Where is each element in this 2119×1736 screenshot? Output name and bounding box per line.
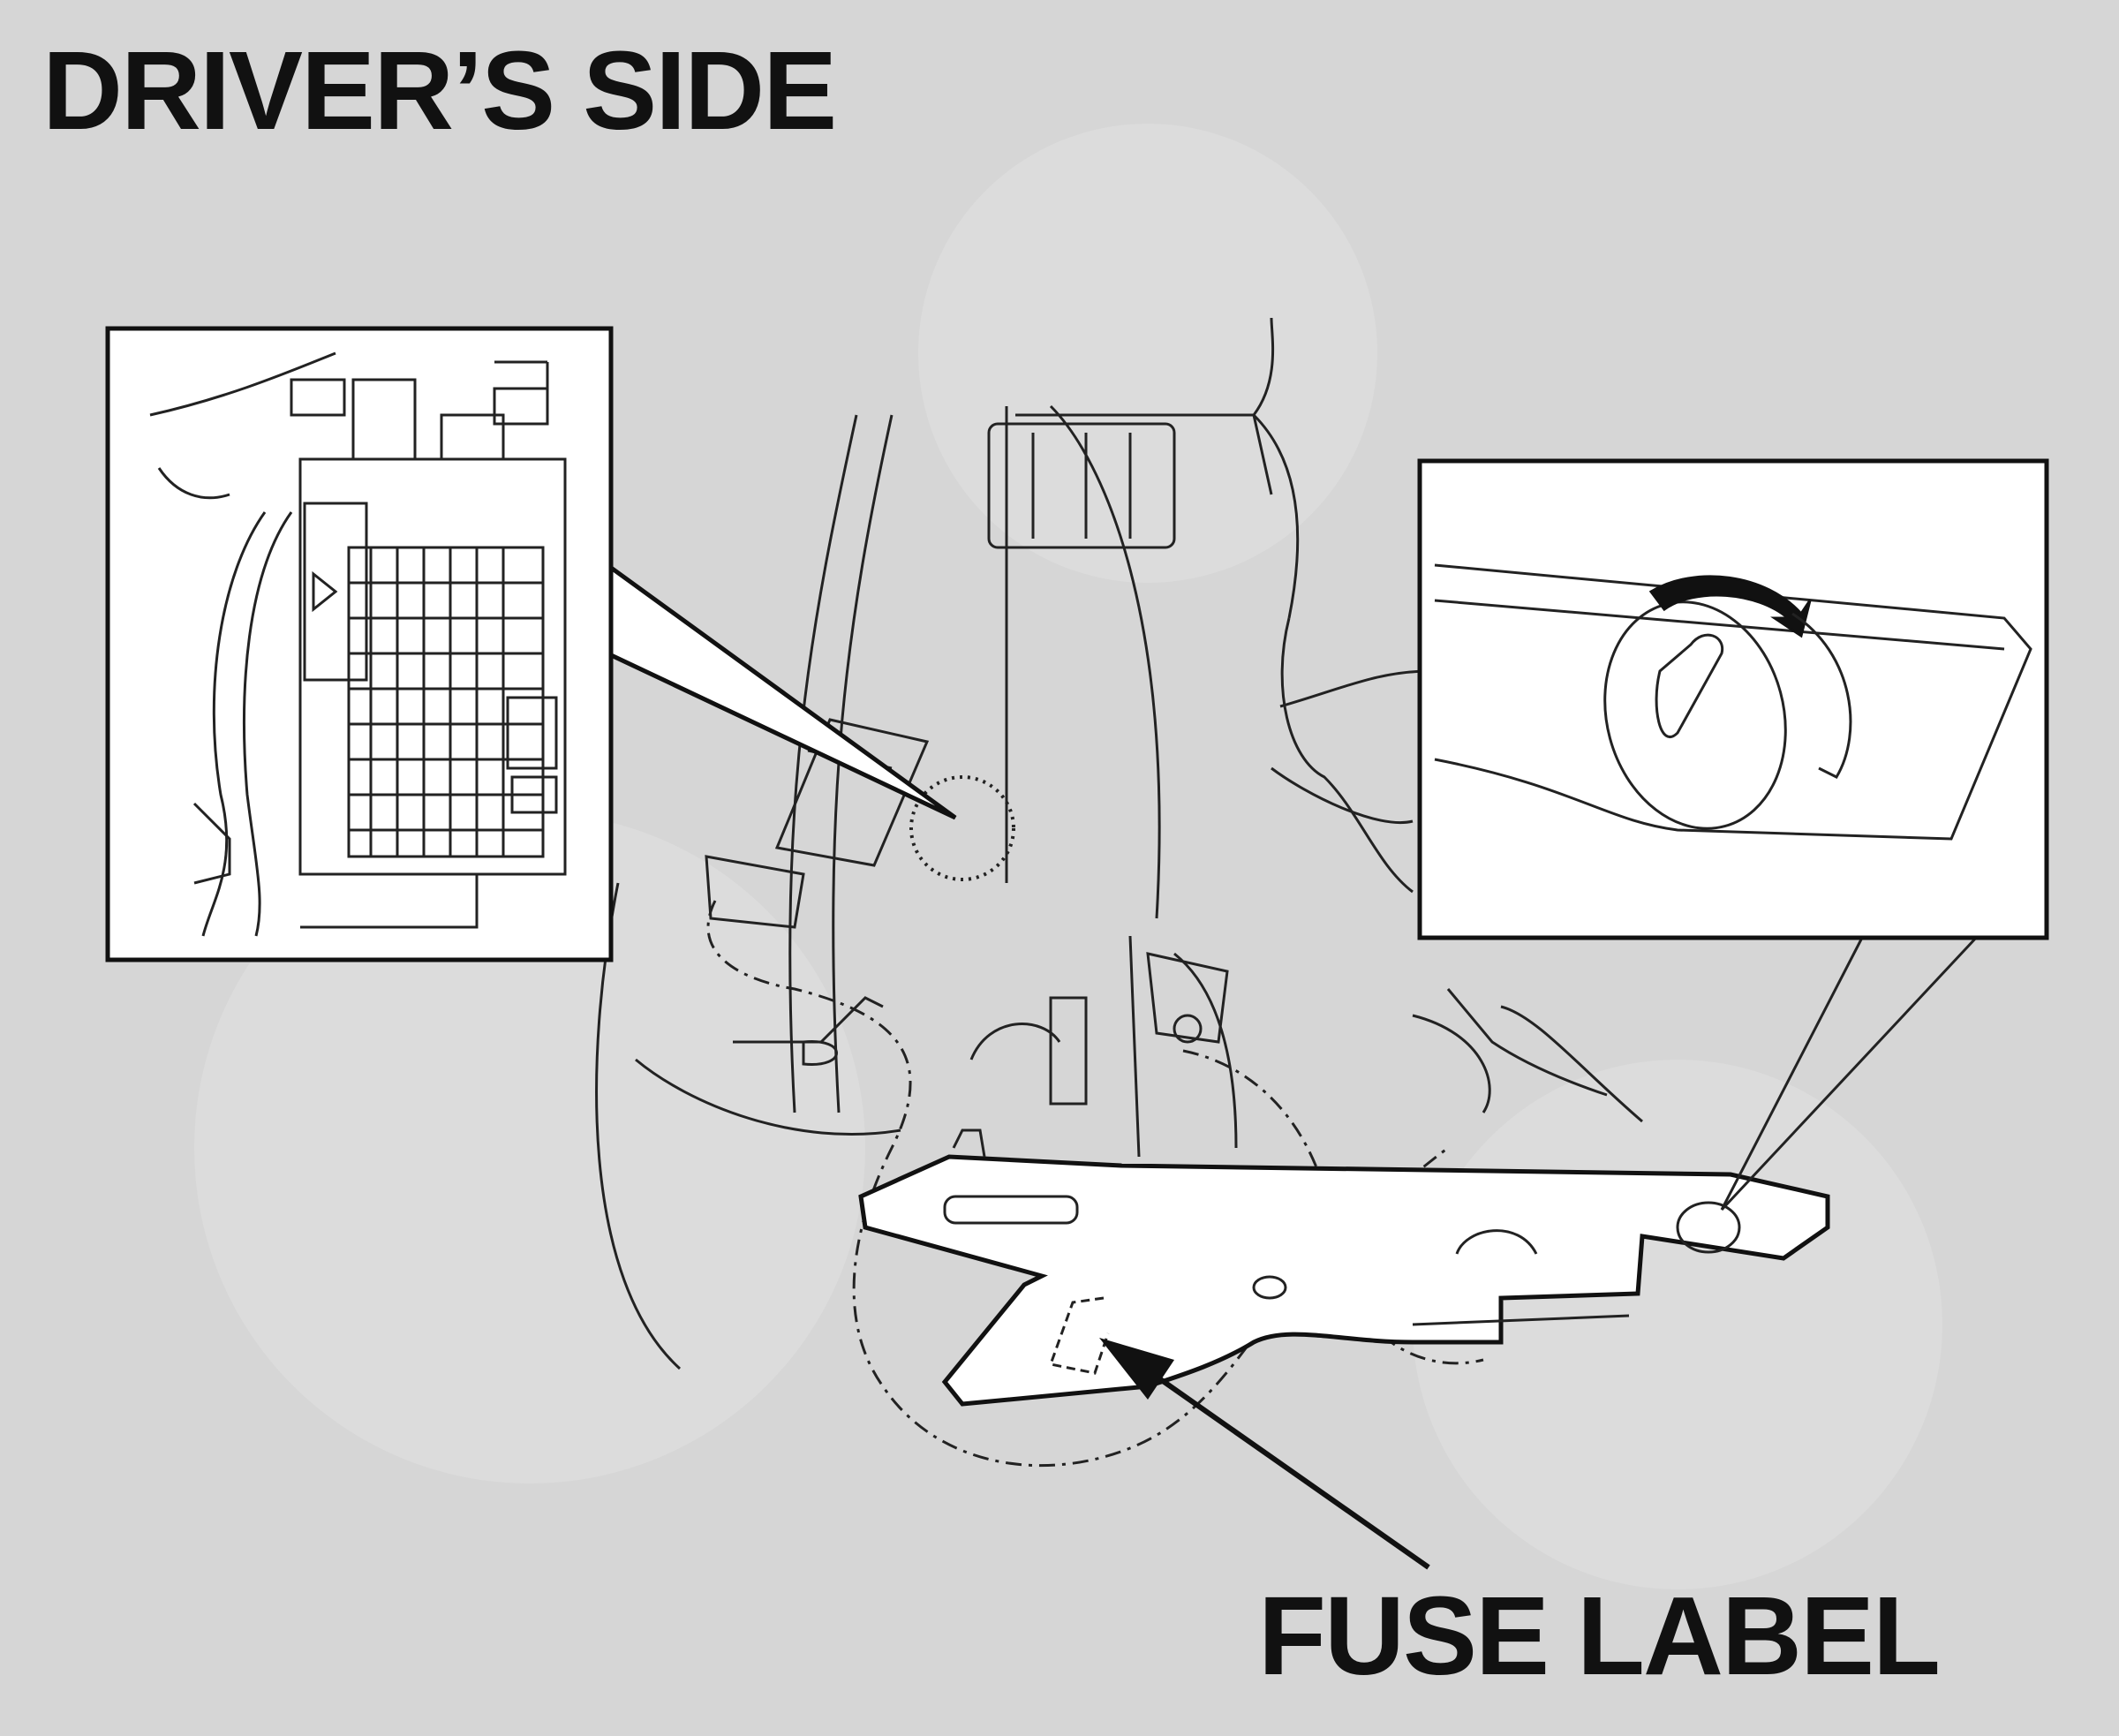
fuse-box-callout-pointer xyxy=(605,561,957,820)
cover-clip-inset xyxy=(1417,458,2049,940)
fuse-box-illustration xyxy=(149,351,567,937)
cover-clip-illustration xyxy=(1434,563,2032,841)
fuse-box-location-marker xyxy=(909,775,1015,881)
fuse-label-callout: FUSE LABEL xyxy=(1258,1574,1941,1698)
page-title: DRIVER’S SIDE xyxy=(42,28,837,153)
fuse-label-arrow xyxy=(1099,1338,1430,1570)
steering-column-outline xyxy=(706,900,1449,1468)
fuse-box-inset xyxy=(105,326,614,962)
dashboard-outline xyxy=(595,317,1643,1370)
